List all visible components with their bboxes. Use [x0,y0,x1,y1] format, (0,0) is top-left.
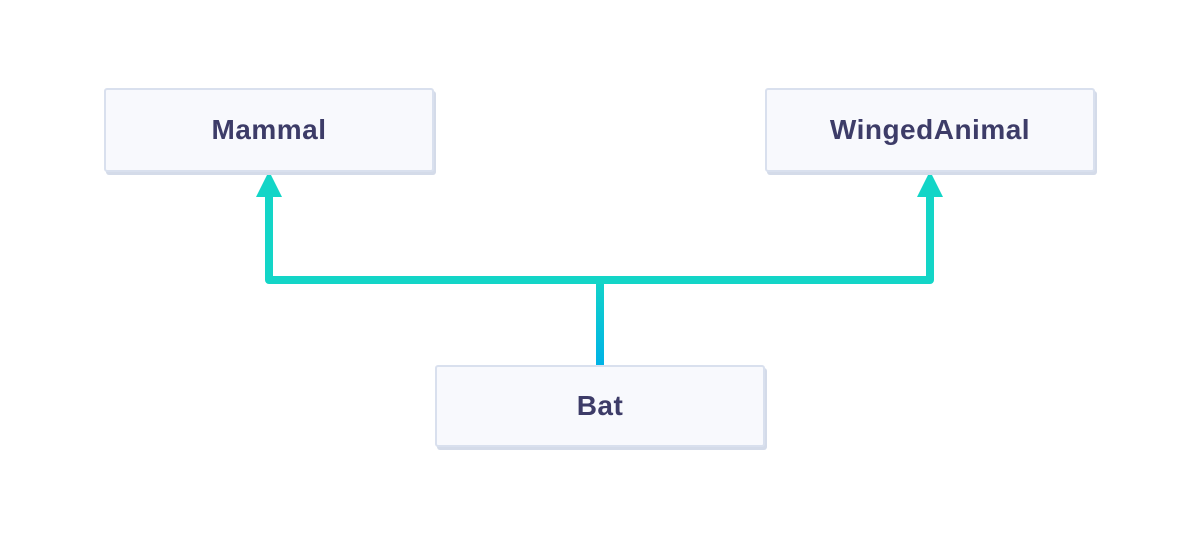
node-winged-animal: WingedAnimal [765,88,1095,172]
node-mammal: Mammal [104,88,434,172]
arrowhead-to-winged-animal [917,171,943,197]
node-bat-label: Bat [576,390,624,421]
node-bat: Bat [435,365,765,447]
node-mammal-label: Mammal [211,114,327,145]
edge-bus [265,193,934,284]
arrowhead-to-mammal [256,171,282,197]
node-winged-animal-label: WingedAnimal [829,114,1031,145]
